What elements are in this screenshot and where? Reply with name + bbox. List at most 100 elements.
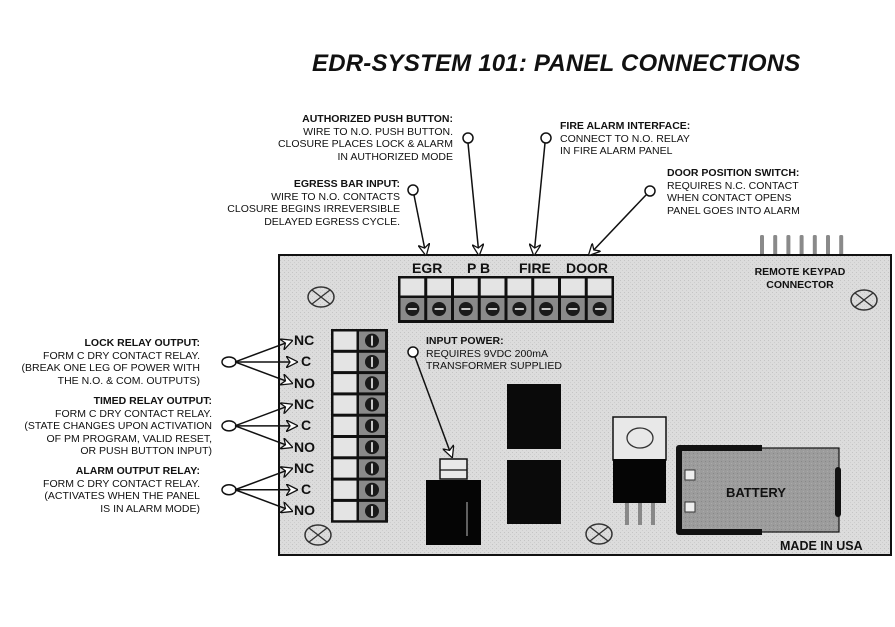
keypad-pin	[839, 235, 844, 257]
relay-terminal-label: C	[301, 481, 312, 498]
callout-bubble-icon	[540, 132, 552, 144]
callout-bubble-icon	[407, 184, 419, 196]
callout-lock-relay-output: LOCK RELAY OUTPUT: FORM C DRY CONTACT RE…	[0, 337, 200, 387]
terminal-wire-slot	[561, 278, 585, 296]
callout-line: THE N.O. & COM. OUTPUTS)	[57, 374, 200, 387]
relay-wire-slot	[333, 416, 357, 435]
terminal-label-pb: P B	[467, 260, 491, 276]
keypad-pin	[786, 235, 791, 257]
component-block	[507, 460, 561, 524]
power-jack	[426, 458, 481, 545]
mounting-hole-icon	[307, 286, 335, 308]
relay-wire-slot	[333, 480, 357, 499]
callout-heading: DOOR POSITION SWITCH:	[667, 167, 800, 179]
callout-line: (BREAK ONE LEG OF POWER WITH	[21, 362, 200, 374]
relay-leader-line	[234, 361, 292, 383]
callout-line: CONNECT TO N.O. RELAY	[560, 132, 690, 145]
battery-label: BATTERY	[726, 485, 786, 500]
callout-line: OF PM PROGRAM, VALID RESET,	[46, 432, 213, 445]
voltage-regulator	[612, 416, 667, 525]
callout-heading: LOCK RELAY OUTPUT:	[84, 337, 200, 349]
terminal-wire-slot	[587, 278, 612, 296]
keypad-pin	[773, 235, 778, 257]
remote-keypad-pins	[760, 235, 844, 257]
callout-door-position-switch: DOOR POSITION SWITCH: REQUIRES N.C. CONT…	[667, 167, 800, 217]
relay-terminal-block	[331, 329, 388, 523]
callout-line: OR PUSH BUTTON INPUT)	[80, 445, 212, 457]
battery-holder	[676, 445, 841, 535]
relay-wire-slot	[333, 501, 357, 521]
relay-terminal-label: NO	[294, 374, 315, 391]
relay-leaders	[221, 341, 297, 511]
keypad-pin	[799, 235, 804, 257]
callout-bubble-icon	[407, 346, 419, 358]
terminal-wire-slot	[534, 278, 558, 296]
relay-terminal-label: C	[301, 353, 312, 370]
relay-leader-line	[234, 425, 292, 447]
relay-leader-line	[234, 405, 292, 427]
relay-terminal-label: NO	[294, 502, 315, 519]
leader-input-power	[414, 356, 452, 457]
callout-authorized-push-button: AUTHORIZED PUSH BUTTON: WIRE TO N.O. PUS…	[270, 113, 453, 163]
callout-line: CLOSURE PLACES LOCK & ALARM	[277, 138, 453, 150]
callout-timed-relay-output: TIMED RELAY OUTPUT: FORM C DRY CONTACT R…	[0, 395, 212, 458]
callout-line: FORM C DRY CONTACT RELAY.	[43, 477, 200, 490]
remote-keypad-label-line: REMOTE KEYPAD	[754, 266, 846, 278]
callout-line: FORM C DRY CONTACT RELAY.	[55, 407, 212, 420]
callout-line: FORM C DRY CONTACT RELAY.	[43, 349, 200, 362]
callout-line: (STATE CHANGES UPON ACTIVATION	[24, 420, 212, 432]
callout-heading: INPUT POWER:	[426, 335, 504, 347]
relay-terminal-label: NC	[294, 332, 315, 348]
terminal-label-fire: FIRE	[519, 260, 551, 276]
callout-fire-alarm-interface: FIRE ALARM INTERFACE: CONNECT TO N.O. RE…	[560, 120, 690, 158]
callout-line: IN FIRE ALARM PANEL	[560, 145, 673, 157]
relay-wire-slot	[333, 374, 357, 393]
relay-wire-slot	[333, 352, 357, 372]
leader-pb	[467, 142, 479, 255]
callout-line: (ACTIVATES WHEN THE PANEL	[44, 490, 200, 502]
component-block	[507, 384, 561, 449]
terminal-wire-slot	[507, 278, 532, 296]
callout-line: IN AUTHORIZED MODE	[337, 150, 453, 163]
callout-bubble-icon	[221, 356, 237, 368]
terminal-label-egr: EGR	[412, 260, 443, 276]
terminal-label-door: DOOR	[566, 260, 608, 276]
callout-line: CLOSURE BEGINS IRREVERSIBLE	[227, 203, 400, 215]
made-in-usa-label: MADE IN USA	[780, 539, 863, 553]
callout-bubble-icon	[462, 132, 474, 144]
callout-line: TRANSFORMER SUPPLIED	[426, 360, 562, 372]
terminal-wire-slot	[454, 278, 478, 296]
callout-leaders	[407, 132, 656, 457]
callout-heading: TIMED RELAY OUTPUT:	[93, 395, 212, 407]
relay-wire-slot	[333, 331, 357, 350]
callout-bubble-icon	[644, 185, 656, 197]
callout-heading: EGRESS BAR INPUT:	[293, 178, 400, 190]
leader-egr	[413, 194, 426, 255]
keypad-pin	[812, 235, 817, 257]
relay-wire-slot	[333, 438, 357, 457]
callout-input-power: INPUT POWER: REQUIRES 9VDC 200mA TRANSFO…	[426, 335, 562, 373]
keypad-pin	[760, 235, 764, 257]
relay-leader-line	[234, 468, 292, 491]
callout-line: WIRE TO N.O. PUSH BUTTON.	[303, 125, 453, 138]
callout-alarm-output-relay: ALARM OUTPUT RELAY: FORM C DRY CONTACT R…	[0, 465, 200, 515]
relay-terminal-label: NO	[294, 438, 315, 455]
leader-door	[589, 194, 647, 255]
relay-leader-line	[234, 341, 292, 363]
callout-bubble-icon	[221, 420, 237, 432]
diagram-title: EDR-SYSTEM 101: PANEL CONNECTIONS	[312, 50, 801, 77]
callout-line: PANEL GOES INTO ALARM	[667, 204, 800, 217]
terminal-wire-slot	[427, 278, 451, 296]
relay-wire-slot	[333, 459, 357, 478]
remote-keypad-label-line: CONNECTOR	[766, 279, 834, 291]
relay-leader-line	[234, 489, 292, 511]
terminal-wire-slot	[480, 278, 505, 296]
callout-line: WIRE TO N.O. CONTACTS	[271, 190, 400, 203]
relay-wire-slot	[333, 395, 357, 414]
callout-line: DELAYED EGRESS CYCLE.	[264, 215, 400, 228]
mounting-hole-icon	[585, 523, 613, 545]
callout-line: IS IN ALARM MODE)	[100, 502, 200, 515]
remote-keypad-label: REMOTE KEYPAD CONNECTOR	[742, 266, 858, 292]
callout-heading: AUTHORIZED PUSH BUTTON:	[302, 113, 453, 125]
